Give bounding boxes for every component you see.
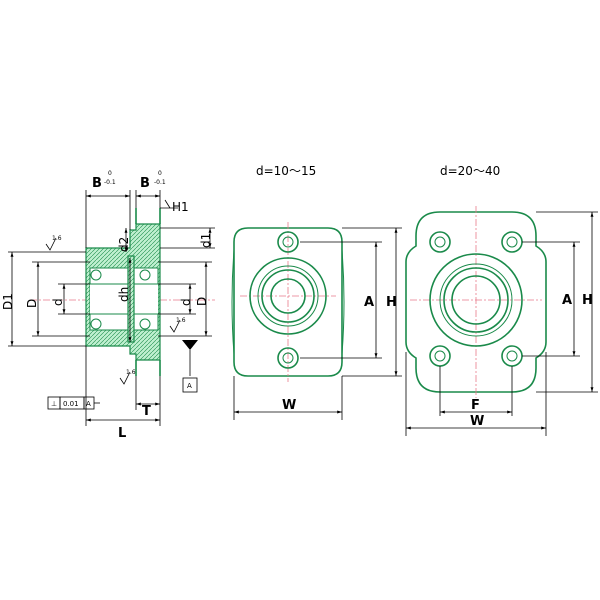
gdt-value: 0.01	[63, 400, 79, 408]
label-d-outer-left: D	[25, 299, 39, 308]
caption-large: d=20～40	[440, 164, 500, 178]
gdt-ref: A	[86, 400, 91, 408]
bolt-hole	[277, 347, 299, 369]
svg-text:1.6: 1.6	[52, 235, 62, 242]
ball	[139, 269, 151, 281]
front-view-large: d=20～40 A H F	[405, 164, 598, 436]
label-d-outer-right: D	[195, 297, 209, 306]
ball	[90, 269, 102, 281]
bolt-hole	[501, 345, 523, 367]
label-l: L	[118, 426, 126, 441]
label-d-bore-left: d	[51, 298, 65, 306]
label-w-small: W	[282, 398, 296, 413]
front-view-small: d=10～15 A H W	[231, 164, 402, 420]
bolt-hole	[429, 345, 451, 367]
surface-finish-mark: 1.6	[119, 369, 136, 385]
label-b-right: B	[140, 176, 150, 191]
bolt-hole	[429, 231, 451, 253]
ball	[139, 318, 151, 330]
bolt-hole	[277, 231, 299, 253]
bearing-ring-outer	[429, 253, 523, 347]
label-dh: dh	[117, 287, 131, 302]
label-d1-outer: D1	[1, 293, 15, 310]
svg-text:1.6: 1.6	[176, 317, 186, 324]
datum-triangle	[182, 340, 198, 350]
label-h-large: H	[582, 293, 593, 308]
section-view: B 0 -0.1 B 0 -0.1 H1 d1 d2 dh D1 D	[1, 170, 215, 441]
tol-bot-right: -0.1	[154, 179, 166, 186]
ball	[90, 318, 102, 330]
gdt-symbol: ⊥	[51, 400, 57, 408]
label-w-large: W	[470, 414, 484, 429]
surface-finish-mark: 1.6	[169, 317, 186, 333]
housing-outline-small	[233, 227, 343, 377]
label-h1: H1	[172, 200, 189, 214]
surface-finish-mark: 1.6	[45, 235, 62, 251]
svg-text:1.6: 1.6	[126, 369, 136, 376]
label-b-left: B	[92, 176, 102, 191]
caption-small: d=10～15	[256, 164, 316, 178]
datum-box	[182, 377, 198, 393]
gdt-frame: ⊥ 0.01 A	[47, 396, 100, 410]
label-t: T	[142, 404, 151, 419]
label-f-large: F	[471, 398, 480, 413]
label-a-small: A	[364, 295, 374, 310]
tol-bot-left: -0.1	[104, 179, 116, 186]
shaft-bore	[270, 278, 306, 314]
tol-top-left: 0	[108, 170, 112, 177]
label-d2: d2	[117, 237, 131, 252]
label-h-small: H	[386, 295, 397, 310]
shaft-bore	[451, 275, 501, 325]
datum-label: A	[187, 382, 192, 390]
bearing-ring-outer	[249, 257, 327, 335]
label-a-large: A	[562, 293, 572, 308]
label-d1: d1	[199, 233, 213, 248]
label-d-bore-right: d	[179, 298, 193, 306]
tol-top-right: 0	[158, 170, 162, 177]
bolt-hole	[501, 231, 523, 253]
